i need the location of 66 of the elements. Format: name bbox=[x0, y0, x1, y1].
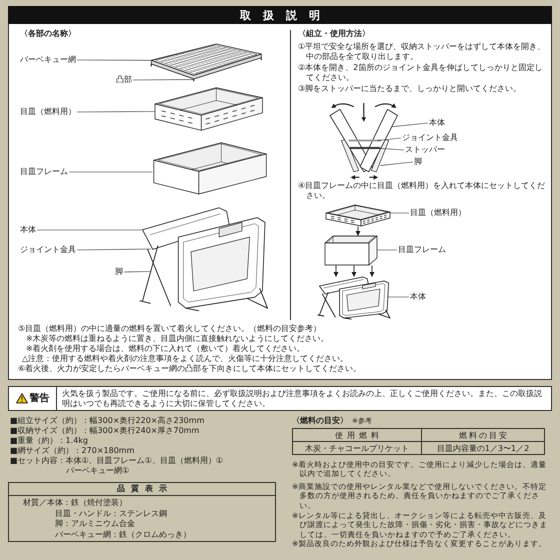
arrow bbox=[356, 226, 360, 236]
instruction-text: ③脚をストッパーに当たるまで、しっかりと開いてください。 bbox=[298, 84, 522, 94]
caution-text: △注意：使用する燃料や着火剤の注意事項をよく読んで、火傷等に十分注意してください。 bbox=[22, 354, 348, 364]
table-cell: 目皿内容量の1／3〜1／2 bbox=[421, 441, 545, 455]
spec-text: ■セット内容：本体①、目皿フレーム①、目皿（燃料用）①バーベキュー網① bbox=[10, 456, 224, 476]
instruction-text: ①平坦で安全な場所を選び、収納ストッパーをはずして本体を開き、中の部品を全て取り出します。 bbox=[298, 42, 546, 62]
arrow bbox=[352, 265, 356, 277]
quality-table bbox=[8, 482, 276, 542]
tray-frame-drawing bbox=[324, 236, 378, 266]
instruction-text: ④目皿フレームの中に目皿（燃料用）を入れて本体にセットしてください。 bbox=[298, 181, 546, 201]
part-label: バーベキュー網 bbox=[20, 55, 76, 65]
note-text: ※着火剤を使用する場合は、燃料の下に入れて（敷いて）着火してください。 bbox=[26, 344, 305, 354]
spec-text: ■組立サイズ（約）：幅300×奥行220×高さ230mm bbox=[10, 416, 204, 426]
folding-grill-drawing bbox=[140, 207, 268, 312]
part-label: 目皿フレーム bbox=[20, 167, 68, 177]
section-heading: 〈各部の名称〉 bbox=[20, 29, 76, 39]
part-label: 凸部 bbox=[116, 75, 132, 85]
table-header-cell: 品質表示 bbox=[9, 483, 275, 496]
warning-box bbox=[8, 386, 552, 411]
spec-text: ■網サイズ（約）：270×180mm bbox=[10, 446, 134, 456]
material-text: 脚：アルミニウム合金 bbox=[55, 519, 135, 529]
material-text: バーベキュー網：鉄（クロムめっき） bbox=[55, 530, 191, 540]
part-label: 目皿フレーム bbox=[398, 245, 446, 255]
perforated-tray-drawing bbox=[154, 87, 263, 131]
section-heading: 〈組立・使用方法〉 bbox=[298, 29, 370, 39]
instruction-text: ⑤目皿（燃料用）の中に適量の燃料を置いて着火してください。（燃料の目安参考） bbox=[18, 324, 322, 334]
arrow bbox=[334, 265, 338, 277]
warning-label: 警告 bbox=[30, 392, 50, 404]
tray-frame-drawing bbox=[153, 142, 267, 194]
folding-grill-drawing bbox=[318, 276, 390, 320]
spec-text: ■重量（約）：1.4kg bbox=[10, 436, 88, 446]
title-text: 取扱説明 bbox=[238, 8, 332, 22]
part-label: 目皿（燃料用） bbox=[20, 107, 76, 117]
material-text: 材質／本体：鉄（焼付塗装） bbox=[23, 498, 127, 508]
instruction-text: ②本体を開き、2箇所のジョイント金具を伸ばしてしっかりと固定してください。 bbox=[298, 63, 544, 83]
leader-line bbox=[124, 271, 151, 272]
leader-line bbox=[391, 122, 428, 128]
leader-line bbox=[132, 79, 194, 80]
leader-line bbox=[377, 138, 402, 141]
spec-text: ■収納サイズ（約）：幅300×奥行240×厚さ70mm bbox=[10, 426, 200, 436]
table-cell: 木炭・チャコールブリケット bbox=[292, 441, 422, 455]
perforated-tray-drawing bbox=[326, 204, 390, 226]
part-label: 本体 bbox=[20, 225, 36, 235]
leader-line bbox=[380, 162, 414, 166]
part-label: 本体 bbox=[410, 292, 426, 302]
leader-line bbox=[388, 296, 410, 298]
section-heading: 〈燃料の目安〉 bbox=[292, 416, 348, 426]
material-text: 目皿・ハンドル：ステンレス鋼 bbox=[55, 508, 167, 518]
instruction-text: ⑥着火後、火力が安定したらバーベキュー網の凸部を下向きにして本体にセットしてください。 bbox=[18, 364, 362, 374]
leader-line bbox=[76, 248, 152, 250]
warning-text: 火気を扱う製品です。ご使用になる前に、必ず取扱説明および注意事項をよくお読みの上、正しくご使用ください。また、この取扱説明はいつでも再読できるように大切に保管してください。 bbox=[62, 389, 543, 409]
part-label: ストッパー bbox=[405, 145, 445, 155]
note-text: ※木炭等の燃料は重ねるように置き、目皿内側に直接触れないようにしてください。 bbox=[26, 334, 329, 344]
grill-net-drawing bbox=[150, 44, 262, 82]
table-header-cell: 燃料の目安 bbox=[421, 428, 545, 442]
arrow bbox=[370, 265, 374, 277]
part-label: 脚 bbox=[115, 267, 123, 277]
part-label: 脚 bbox=[414, 157, 422, 167]
folding-stand-drawing bbox=[330, 103, 398, 180]
part-label: 目皿（燃料用） bbox=[410, 208, 466, 218]
part-label: ジョイント金具 bbox=[402, 133, 458, 143]
part-label: 本体 bbox=[429, 118, 445, 128]
table-header-cell: 使用燃料 bbox=[292, 428, 422, 442]
leader-line bbox=[389, 212, 410, 214]
leader-line bbox=[76, 111, 156, 112]
part-label: ジョイント金具 bbox=[20, 245, 76, 255]
